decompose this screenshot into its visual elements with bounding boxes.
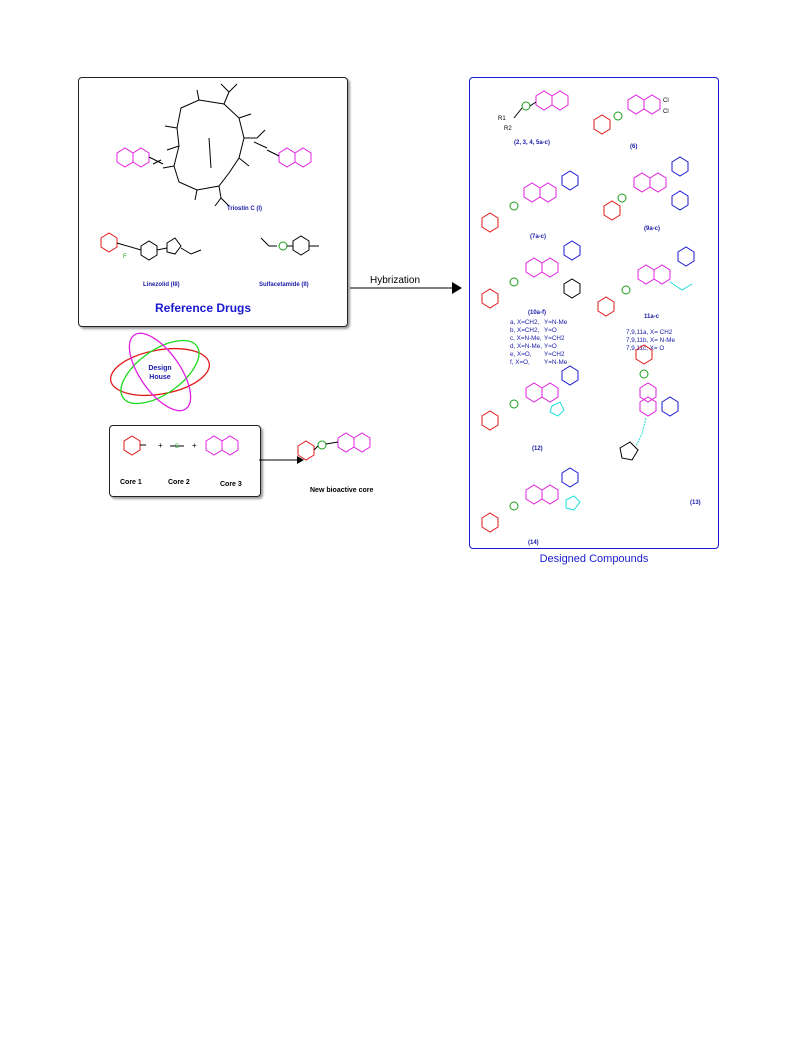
- core1-label: Core 1: [120, 479, 142, 486]
- compound-11: [597, 246, 695, 317]
- sulfacetamide-structure: [260, 235, 319, 256]
- hybrization-label: Hybrization: [370, 275, 420, 286]
- compound-13: [619, 344, 679, 461]
- design-house: Design House: [100, 325, 220, 420]
- compound-10-label: (10a-f): [528, 310, 546, 316]
- svg-text:+: +: [158, 441, 163, 450]
- new-bioactive-core-label: New bioactive core: [310, 487, 374, 494]
- svg-text:d, X=N-Me,: d, X=N-Me,: [510, 343, 542, 350]
- core3-label: Core 3: [220, 481, 242, 488]
- compound-14-label: (14): [528, 540, 539, 546]
- svg-text:Cl: Cl: [663, 98, 669, 104]
- compound-12: [481, 365, 579, 431]
- compound-9: [603, 156, 689, 221]
- core2-label: Core 2: [168, 479, 190, 486]
- compound-13-label: (13): [690, 500, 701, 506]
- svg-text:f, X=O,: f, X=O,: [510, 359, 530, 366]
- linezolid-label: Linezolid (III): [143, 282, 180, 288]
- svg-text:b, X=CH2,: b, X=CH2,: [510, 327, 539, 334]
- svg-text:Y=N-Me: Y=N-Me: [544, 319, 568, 326]
- svg-text:F: F: [123, 254, 127, 260]
- compound-9-label: (9a-c): [644, 226, 660, 232]
- compound-2-5-label: (2, 3, 4, 5a-c): [514, 140, 550, 146]
- cores-structures: + S + Core 1 Core 2 Core 3: [120, 435, 242, 488]
- svg-text:Cl: Cl: [663, 109, 669, 115]
- svg-text:Y=CH2: Y=CH2: [544, 351, 565, 358]
- reference-drugs-panel: Triostin C (I) F Linezolid (III) Sulface…: [78, 77, 348, 327]
- hybrization-arrow: Hybrization: [346, 270, 466, 300]
- designed-compounds-title: Designed Compounds: [539, 553, 649, 565]
- svg-text:a, X=CH2,: a, X=CH2,: [510, 319, 539, 326]
- compound-7-label: (7a-c): [530, 234, 546, 240]
- compound-12-label: (12): [532, 446, 543, 452]
- cores-box: + S + Core 1 Core 2 Core 3: [109, 425, 261, 497]
- triostin-label: Triostin C (I): [227, 206, 262, 212]
- svg-text:Y=CH2: Y=CH2: [544, 335, 565, 342]
- svg-text:R2: R2: [504, 126, 512, 132]
- new-bioactive-core: New bioactive core: [290, 418, 400, 498]
- triostin-structure: [152, 83, 268, 207]
- svg-text:c, X=N-Me,: c, X=N-Me,: [510, 335, 542, 342]
- variants-11-list: 7,9,11a, X= CH2 7,9,11b, X= N-Me 7,9,11c…: [626, 329, 676, 352]
- compound-11-label: 11a-c: [644, 314, 660, 320]
- svg-text:e, X=O,: e, X=O,: [510, 351, 532, 358]
- reference-drugs-structures: Triostin C (I) F Linezolid (III) Sulface…: [100, 83, 319, 315]
- design-house-line1: Design: [148, 365, 171, 372]
- design-house-ellipses: Design House: [109, 332, 211, 412]
- core-arrow: [259, 455, 304, 465]
- svg-text:Y=O: Y=O: [544, 327, 557, 334]
- compound-7: [481, 170, 579, 233]
- svg-text:+: +: [192, 441, 197, 450]
- linezolid-structure: F: [100, 232, 202, 261]
- reference-drugs-title: Reference Drugs: [155, 301, 251, 315]
- compound-6-label: (6): [630, 144, 637, 150]
- svg-text:Y=O: Y=O: [544, 343, 557, 350]
- design-house-line2: House: [149, 374, 171, 381]
- variants-10-list: a, X=CH2,Y=N-Me b, X=CH2,Y=O c, X=N-Me,Y…: [510, 319, 568, 366]
- svg-text:S: S: [175, 444, 179, 450]
- svg-text:7,9,11c, X= O: 7,9,11c, X= O: [626, 345, 664, 352]
- svg-text:Y=N-Me: Y=N-Me: [544, 359, 568, 366]
- svg-text:R1: R1: [498, 116, 506, 122]
- svg-text:7,9,11b, X= N-Me: 7,9,11b, X= N-Me: [626, 337, 676, 344]
- compound-14: [481, 467, 581, 533]
- svg-text:7,9,11a, X= CH2: 7,9,11a, X= CH2: [626, 329, 673, 336]
- compound-10: [481, 240, 581, 309]
- sulfacetamide-label: Sulfacetamide (II): [259, 282, 309, 288]
